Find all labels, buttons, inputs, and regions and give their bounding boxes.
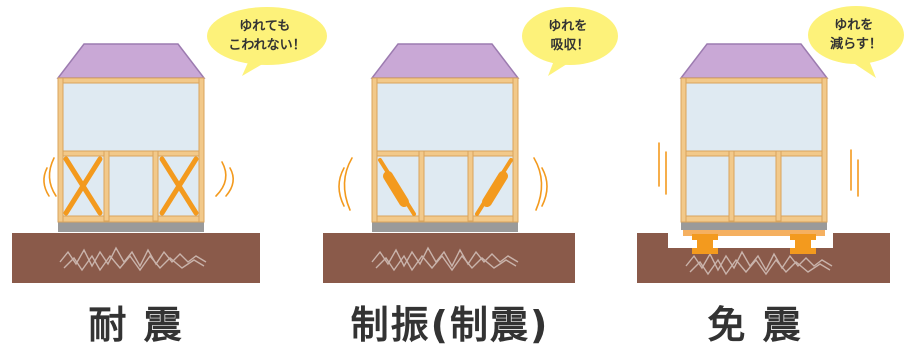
house-roof xyxy=(370,43,520,79)
bubble-line: ゆれても xyxy=(239,19,290,34)
house-roof xyxy=(679,43,829,79)
bubble-line: ゆれを xyxy=(548,19,587,34)
bubble-text: ゆれを 吸収！ xyxy=(548,19,592,53)
house-sill xyxy=(681,221,827,230)
bubble-line: ゆれを xyxy=(834,18,873,33)
damper-brace xyxy=(378,158,513,216)
bubble-text: ゆれを 減らす！ xyxy=(830,18,882,52)
ground-block xyxy=(323,233,575,283)
panel-seishin: ゆれを 吸収！ xyxy=(323,7,618,283)
ground-crack xyxy=(59,246,207,268)
speech-bubble: ゆれを 減らす！ xyxy=(808,6,904,78)
house-sill xyxy=(58,221,204,232)
house-sill xyxy=(372,221,518,232)
bubble-text: ゆれても こわれない！ xyxy=(228,19,305,53)
speech-bubble: ゆれを 吸収！ xyxy=(522,7,618,76)
house-wall xyxy=(374,78,516,222)
house-frame xyxy=(680,77,828,223)
house-frame xyxy=(371,77,519,223)
ground-crack xyxy=(371,246,519,268)
house-roof xyxy=(56,43,206,79)
bubble-line: 減らす！ xyxy=(830,36,882,52)
motion-lines xyxy=(338,157,548,211)
label-menshin: 免 震 xyxy=(707,303,803,347)
speech-bubble: ゆれても こわれない！ xyxy=(207,7,327,76)
panel-menshin: ゆれを 減らす！ xyxy=(637,6,904,283)
house-wall xyxy=(683,78,825,222)
ground-crack xyxy=(63,254,205,272)
ground-crack xyxy=(689,258,831,276)
label-seishin: 制振(制震) xyxy=(350,303,550,347)
house-frame xyxy=(57,77,205,223)
label-taishin: 耐 震 xyxy=(88,303,184,347)
motion-lines xyxy=(658,142,859,197)
ground-crack xyxy=(375,254,517,272)
motion-lines xyxy=(43,157,234,197)
house-wall xyxy=(60,78,202,222)
bubble-line: こわれない！ xyxy=(228,38,305,53)
cross-brace xyxy=(63,156,199,216)
bubble-line: 吸収！ xyxy=(550,38,589,53)
panel-taishin: ゆれても こわれない！ xyxy=(12,7,327,283)
isolator-bearing xyxy=(692,234,816,254)
isolation-slab xyxy=(683,230,825,236)
